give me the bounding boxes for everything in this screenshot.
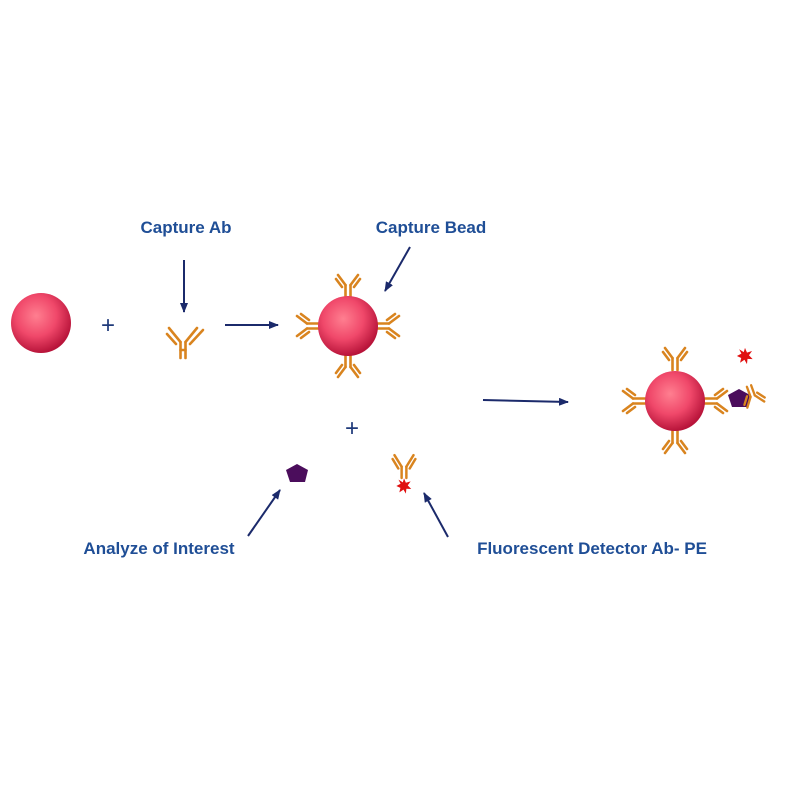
- antibody-icon: [375, 312, 401, 340]
- capture-antibody-icon: [165, 326, 205, 360]
- plus-sign: +: [101, 312, 115, 339]
- antibody-icon: [703, 387, 729, 415]
- analyte-icon: [286, 464, 308, 482]
- capture-bead-label: Capture Bead: [376, 218, 487, 237]
- analyte-label: Analyze of Interest: [83, 539, 234, 558]
- pe-fluorophore-icon: [396, 478, 412, 494]
- detector-pointer-arrow: [423, 492, 449, 538]
- capture-bead: [318, 296, 378, 356]
- capture-bead-complex: [295, 273, 401, 379]
- antibody-icon: [334, 273, 362, 299]
- antibody-icon: [295, 312, 321, 340]
- capture-ab-label: Capture Ab: [141, 218, 232, 237]
- antibody-icon: [621, 387, 647, 415]
- capture-bead: [645, 371, 705, 431]
- antibody-icon: [661, 429, 689, 455]
- detector-antibody-icon: [391, 453, 417, 494]
- pe-fluorophore-icon: [736, 347, 753, 365]
- bead: [11, 293, 71, 353]
- antibody-icon: [334, 353, 362, 379]
- capture-bead-pointer-arrow: [384, 246, 411, 292]
- plus-sign: +: [345, 415, 359, 442]
- step-arrow-2: [482, 397, 569, 406]
- antibody-icon: [661, 346, 689, 372]
- analyte-pointer-arrow: [247, 489, 281, 537]
- detector-label: Fluorescent Detector Ab- PE: [477, 539, 707, 558]
- sandwich-complex: [621, 346, 768, 455]
